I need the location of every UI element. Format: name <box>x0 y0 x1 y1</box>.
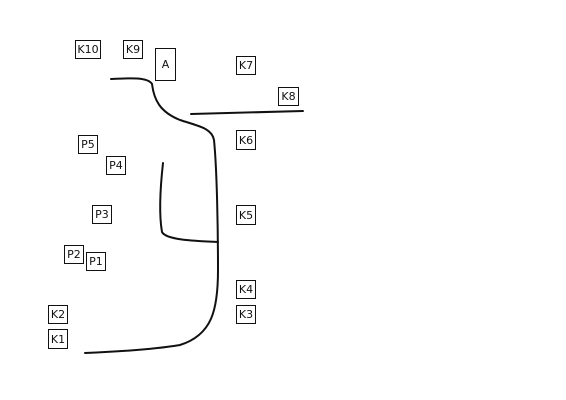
label-k6: K6 <box>236 130 256 150</box>
label-p3: P3 <box>92 205 112 224</box>
label-p1: P1 <box>86 252 106 271</box>
label-k9: K9 <box>123 40 143 59</box>
label-k4: K4 <box>236 280 256 299</box>
label-k1: K1 <box>48 329 68 349</box>
label-k8: K8 <box>278 87 299 106</box>
label-k10: K10 <box>75 40 101 59</box>
label-p5: P5 <box>78 135 98 154</box>
label-k7: K7 <box>236 56 256 75</box>
label-k2: K2 <box>48 305 68 324</box>
main-path-line <box>84 77 220 354</box>
k8-line <box>190 110 304 115</box>
label-k5: K5 <box>236 205 256 225</box>
branch-path-line <box>159 162 219 243</box>
label-k3: K3 <box>236 305 256 324</box>
label-a: A <box>155 48 176 81</box>
label-p2: P2 <box>64 245 84 264</box>
label-p4: P4 <box>106 156 126 175</box>
